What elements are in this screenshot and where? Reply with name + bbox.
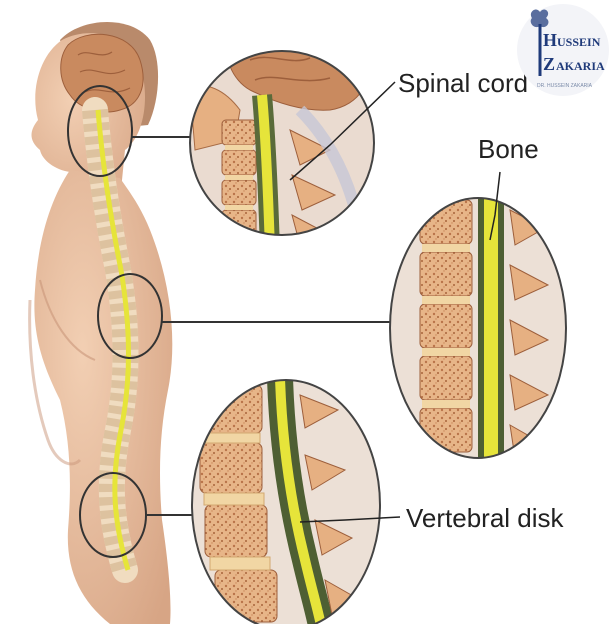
zoom-thoracic [389, 197, 567, 459]
label-vertebral-disk: Vertebral disk [406, 503, 565, 533]
human-figure [28, 21, 173, 624]
tree-icon [530, 9, 549, 28]
thoracic-circle [97, 273, 163, 359]
logo-subtitle: DR. HUSSEIN ZAKARIA [537, 83, 593, 89]
logo-initial-z: Z [543, 54, 555, 74]
logo-line1: USSEIN [557, 35, 601, 49]
label-bone: Bone [478, 134, 539, 164]
zoom-neck [189, 50, 375, 236]
logo-line2: AKARIA [556, 59, 605, 73]
neck-circle [67, 85, 133, 177]
label-pointers [289, 81, 501, 523]
label-spinal-cord: Spinal cord [398, 68, 528, 98]
hussein-zakaria-logo: H USSEIN Z AKARIA DR. HUSSEIN ZAKARIA [517, 4, 609, 96]
logo-initial-h: H [543, 30, 557, 50]
connector-lines [132, 136, 390, 516]
zoom-lumbar [191, 379, 381, 624]
